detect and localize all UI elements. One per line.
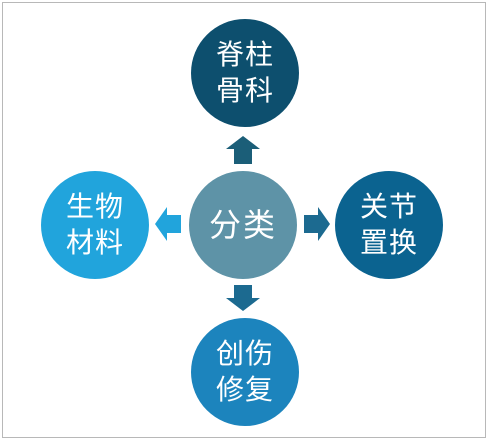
arrow-left-icon [155, 207, 181, 241]
node-trauma-repair: 创伤 修复 [191, 318, 299, 426]
arrow-down-icon [226, 285, 260, 311]
node-spine-orthopedics: 脊柱 骨科 [191, 19, 299, 127]
node-left-line1: 生物 [65, 190, 124, 223]
diagram-border [2, 2, 486, 438]
node-top-line2: 骨科 [215, 74, 274, 107]
node-classification-center: 分类 [189, 171, 297, 279]
node-right-line2: 置换 [359, 226, 418, 259]
node-joint-replacement: 关节 置换 [335, 171, 443, 279]
node-left-line2: 材料 [65, 226, 124, 259]
arrow-up-icon [226, 136, 260, 164]
node-bottom-line2: 修复 [215, 373, 274, 406]
node-biomaterials: 生物 材料 [41, 171, 149, 279]
center-label: 分类 [208, 206, 277, 244]
arrow-right-icon [304, 207, 330, 241]
node-right-line1: 关节 [359, 190, 418, 223]
node-bottom-line1: 创伤 [215, 337, 274, 370]
node-top-line1: 脊柱 [215, 38, 274, 71]
